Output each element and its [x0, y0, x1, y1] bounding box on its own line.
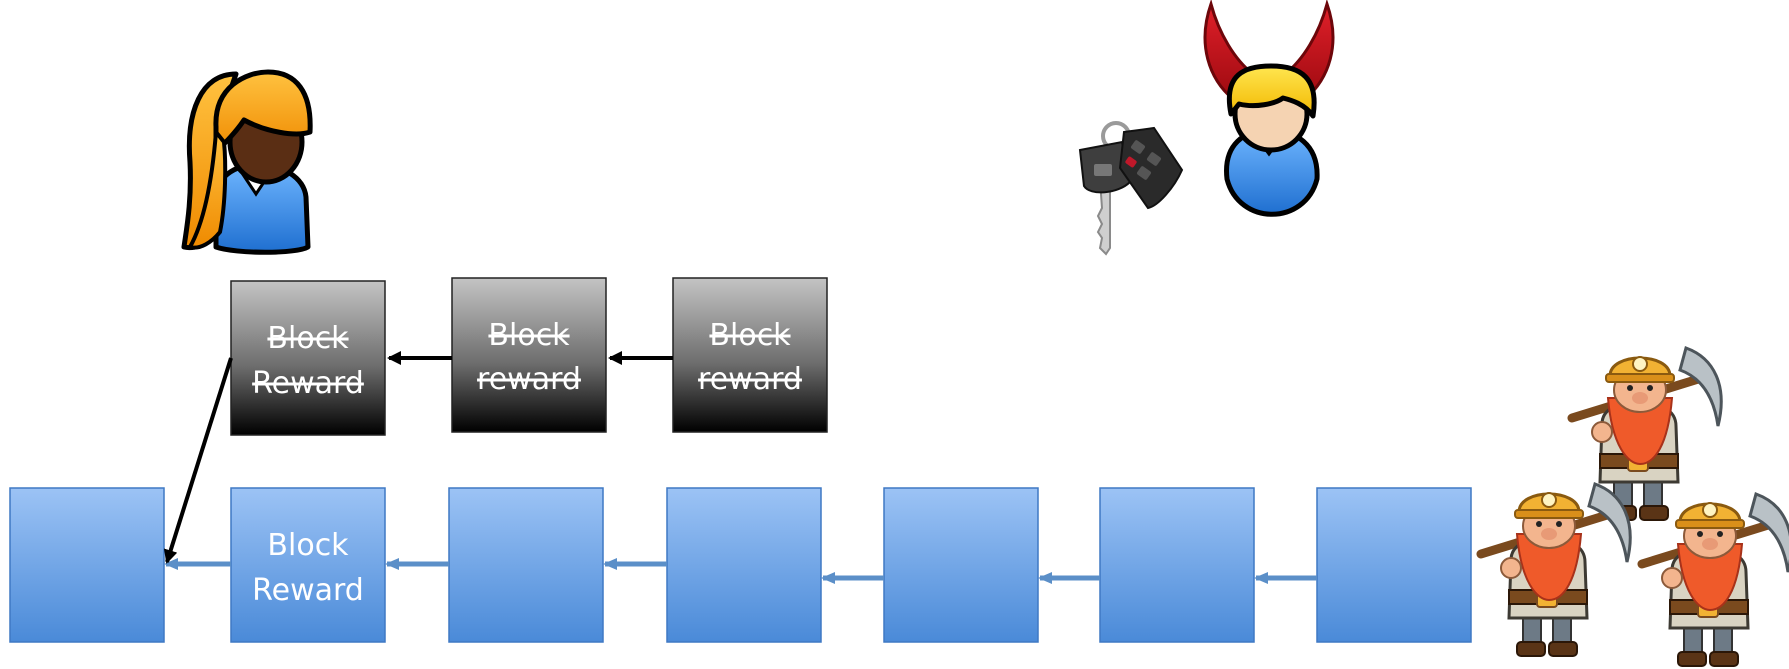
main-chain: Block Reward — [9, 487, 1472, 643]
main-block-1 — [9, 487, 165, 643]
fork-block-3 — [672, 277, 828, 433]
dwarf-miner-icon — [1481, 484, 1630, 656]
main-block-5 — [883, 487, 1039, 643]
devil-avatar-icon — [1203, 0, 1335, 217]
dwarf-miner-icon — [1567, 346, 1723, 521]
fork-block-2-line1: Block — [488, 318, 570, 353]
main-block-7 — [1316, 487, 1472, 643]
main-block-label-line2: Reward — [252, 573, 364, 608]
fork-chain: Block Reward Block reward Block reward — [163, 277, 828, 564]
fork-block-3-line2: reward — [698, 362, 802, 397]
fork-block-3-line1: Block — [709, 318, 791, 353]
fork-arrow-to-main — [163, 357, 233, 564]
main-block-4 — [666, 487, 822, 643]
car-keys-icon — [1078, 121, 1184, 256]
main-block-2 — [230, 487, 386, 643]
woman-avatar-icon — [181, 69, 313, 255]
fork-block-1-line2: Reward — [252, 366, 364, 401]
main-block-label-line1: Block — [267, 528, 349, 563]
fork-block-2 — [451, 277, 607, 433]
main-block-3 — [448, 487, 604, 643]
fork-block-1-line1: Block — [267, 321, 349, 356]
fork-block-1 — [230, 280, 386, 436]
fork-block-2-line2: reward — [477, 362, 581, 397]
main-block-6 — [1099, 487, 1255, 643]
